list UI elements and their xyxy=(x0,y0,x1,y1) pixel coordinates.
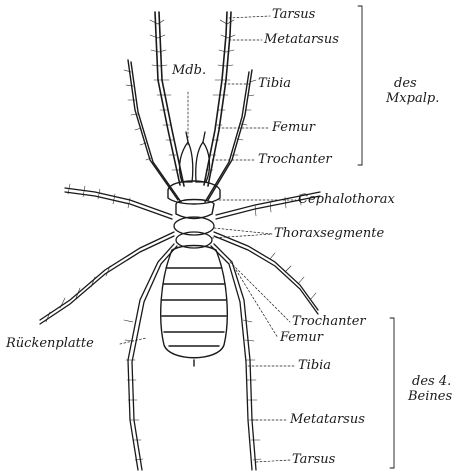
label-group-leg4: des 4. Beines xyxy=(408,374,452,404)
label-femur-leg: Femur xyxy=(280,331,323,345)
label-metatarsus-palp: Metatarsus xyxy=(264,33,339,47)
thorax-segments xyxy=(174,217,214,248)
label-group-mxpalp-line2: Mxpalp. xyxy=(386,91,439,106)
leg-2-left xyxy=(65,188,172,219)
label-group-mxpalp: des Mxpalp. xyxy=(386,76,439,106)
chelicerae xyxy=(180,132,210,182)
label-group-leg4-line1: des 4. xyxy=(408,374,452,389)
label-trochanter-leg: Trochanter xyxy=(292,315,366,329)
label-tibia-leg: Tibia xyxy=(298,359,331,373)
leg-3-right xyxy=(214,232,318,314)
label-group-mxpalp-line1: des xyxy=(386,76,439,91)
label-group-leg4-line2: Beines xyxy=(408,389,452,404)
leg-1-right xyxy=(205,70,252,202)
leg-4-left xyxy=(128,244,177,470)
cephalothorax xyxy=(168,181,220,219)
label-metatarsus-leg: Metatarsus xyxy=(290,413,365,427)
label-tarsus-palp: Tarsus xyxy=(272,8,315,22)
label-thoraxsegmente: Thoraxsegmente xyxy=(274,227,384,241)
label-cephalothorax: Cephalothorax xyxy=(298,193,395,207)
leg-1-left xyxy=(128,60,181,202)
bracket-leg4 xyxy=(390,318,394,468)
bracket-mxpalp xyxy=(358,6,362,165)
label-tarsus-leg: Tarsus xyxy=(292,453,335,467)
abdomen xyxy=(161,246,228,367)
leg-3-left xyxy=(40,232,174,324)
label-tibia-palp: Tibia xyxy=(258,77,291,91)
label-trochanter-palp: Trochanter xyxy=(258,153,332,167)
label-femur-palp: Femur xyxy=(272,121,315,135)
label-rueckenplatte: Rückenplatte xyxy=(6,337,94,351)
label-mdb: Mdb. xyxy=(172,64,206,78)
leg-4-right xyxy=(211,244,256,470)
